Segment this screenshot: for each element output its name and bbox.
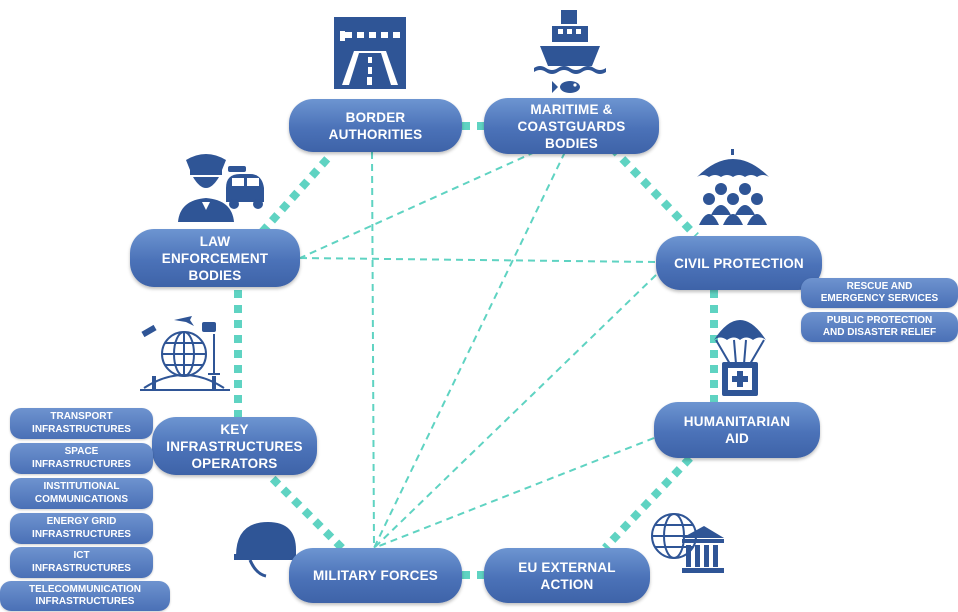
node-key-infrastructures: KEY INFRASTRUCTURES OPERATORS: [152, 417, 317, 475]
node-humanitarian-aid: HUMANITARIAN AID: [654, 402, 820, 458]
key-sub-telecom: TELECOMMUNICATION INFRASTRUCTURES: [0, 581, 170, 611]
node-military-forces: MILITARY FORCES: [289, 548, 462, 603]
civil-sub-public-protection: PUBLIC PROTECTION AND DISASTER RELIEF: [801, 312, 958, 342]
police-officer-icon: [178, 154, 264, 222]
ring-link-military-key: [265, 471, 345, 551]
key-sub-transport: TRANSPORT INFRASTRUCTURES: [10, 408, 153, 439]
node-law-enforcement: LAW ENFORCEMENT BODIES: [130, 229, 300, 287]
helmet-icon: [234, 522, 296, 578]
ring-link-humanitarian-eu: [602, 455, 693, 551]
ring-link-law-border: [259, 155, 331, 235]
key-sub-space: SPACE INFRASTRUCTURES: [10, 443, 153, 474]
globe-building-icon: [651, 513, 724, 573]
border-gate-icon: [334, 17, 406, 89]
key-sub-energy: ENERGY GRID INFRASTRUCTURES: [10, 513, 153, 544]
link-law-civil: [299, 257, 657, 263]
ship-icon: [534, 10, 606, 93]
infrastructure-globe-icon: [140, 316, 230, 391]
link-civil-military: [373, 274, 657, 549]
link-border-military: [371, 151, 375, 549]
ring-link-maritime-civil: [609, 145, 699, 239]
civil-sub-rescue: RESCUE AND EMERGENCY SERVICES: [801, 278, 958, 308]
link-humanitarian-military: [373, 437, 655, 549]
link-maritime-law: [299, 151, 536, 259]
node-eu-external-action: EU EXTERNAL ACTION: [484, 548, 650, 603]
link-maritime-military: [373, 151, 566, 549]
parachute-aid-icon: [714, 320, 766, 396]
node-border-authorities: BORDER AUTHORITIES: [289, 99, 462, 152]
umbrella-people-icon: [697, 149, 769, 225]
node-maritime-coastguards: MARITIME & COASTGUARDS BODIES: [484, 98, 659, 154]
node-civil-protection: CIVIL PROTECTION: [656, 236, 822, 290]
key-sub-institutional: INSTITUTIONAL COMMUNICATIONS: [10, 478, 153, 509]
key-sub-ict: ICT INFRASTRUCTURES: [10, 547, 153, 578]
